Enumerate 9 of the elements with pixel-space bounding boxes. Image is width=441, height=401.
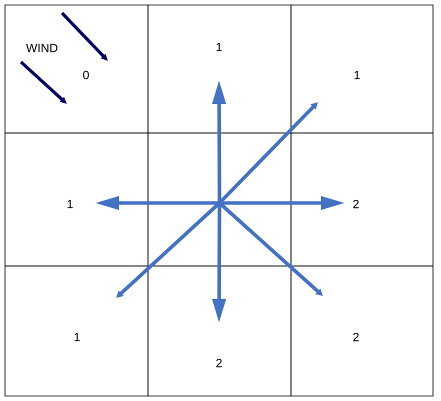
grid-cell: 1 bbox=[148, 4, 292, 134]
grid-cell: 1 bbox=[4, 132, 148, 266]
grid-cell: WIND 0 bbox=[4, 4, 148, 134]
grid-cell: 2 bbox=[148, 266, 292, 396]
grid-cell: 1 bbox=[290, 4, 434, 134]
grid-cell: 1 bbox=[4, 266, 148, 396]
grid-cell: 2 bbox=[290, 266, 434, 396]
grid-cell: 2 bbox=[290, 132, 434, 266]
grid-cell bbox=[148, 132, 292, 266]
